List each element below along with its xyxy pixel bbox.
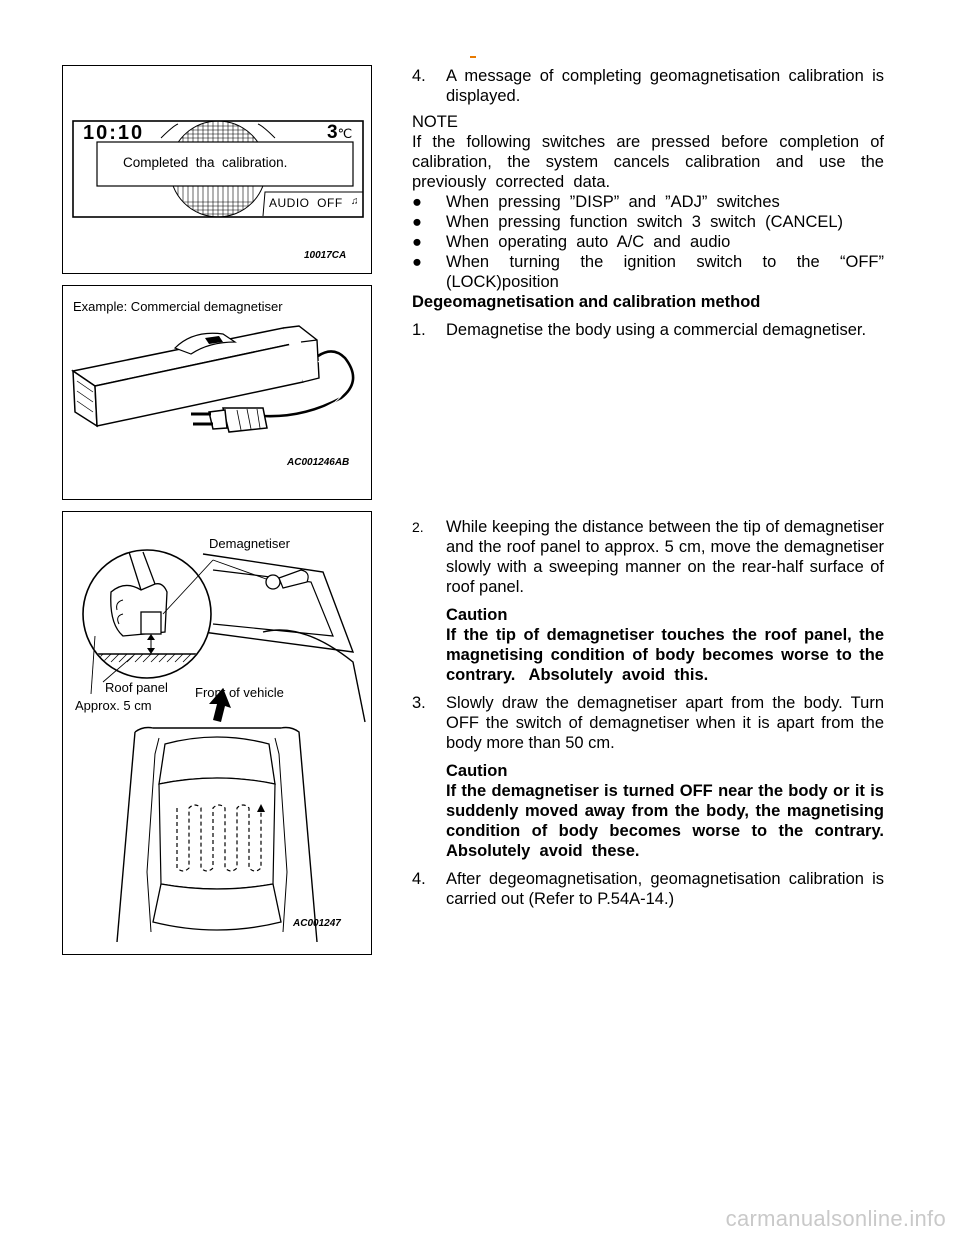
step-3-number: 3.: [412, 694, 426, 712]
display-illustration: [72, 120, 364, 218]
display-clock: 10:10: [83, 122, 145, 144]
step-1-text: Demagnetise the body using a commercial …: [446, 321, 867, 339]
display-audio-label: AUDIO OFF: [269, 196, 343, 210]
step-1-number: 1.: [412, 321, 426, 339]
watermark: carmanualsonline.info: [725, 1206, 946, 1231]
method-title: Degeomagnetisation and calibration metho…: [412, 293, 761, 311]
bullet-item: ●When pressing function switch 3 switch …: [412, 213, 844, 231]
label-front-of-vehicle: Front of vehicle: [195, 685, 284, 700]
caution-2-text: If the demagnetiser is turned OFF near t…: [446, 782, 894, 860]
caution-1-title: Caution: [446, 606, 508, 624]
bullet-item: ●When turning the ignition switch to the…: [412, 253, 894, 291]
step-3-text: Slowly draw the demagnetiser apart from …: [446, 694, 884, 752]
note-block: NOTE If the following switches are press…: [412, 112, 884, 292]
caution-2-title: Caution: [446, 762, 508, 780]
method-section: Degeomagnetisation and calibration metho…: [412, 292, 884, 340]
display-temperature: 3℃: [327, 122, 352, 144]
label-approx-5cm: Approx. 5 cm: [75, 698, 152, 713]
display-temp-value: 3: [327, 122, 338, 143]
label-demagnetiser: Demagnetiser: [209, 536, 290, 551]
bullet-item: ●When operating auto A/C and audio: [412, 233, 731, 251]
display-temp-unit: ℃: [337, 126, 353, 141]
figure-code-ac001247: AC001247: [293, 918, 341, 929]
header-dash: [470, 56, 476, 58]
step-4-number: 4.: [412, 67, 426, 85]
note-body: If the following switches are pressed be…: [412, 133, 889, 191]
step-4-message: 4. A message of completing geomagnetisati…: [412, 66, 884, 106]
figure-display: 10:10 3℃ Completed tha calibration. AUDI…: [62, 65, 372, 274]
step-2-number: 2.: [412, 519, 424, 535]
bullet-icon: ●: [412, 193, 422, 211]
bullet-icon: ●: [412, 213, 422, 231]
audio-icon: ♫: [351, 196, 359, 207]
figure-code-ac001246ab: AC001246AB: [287, 457, 350, 468]
figure-code-10017ca: 10017CA: [304, 250, 347, 261]
figure-demagnetiser: Example: Commercial demagnetiser AC00124…: [62, 285, 372, 500]
step-2-block: 2. While keeping the distance between the…: [412, 517, 884, 909]
demagnetiser-caption: Example: Commercial demagnetiser: [73, 299, 283, 314]
caution-1-text: If the tip of demagnetiser touches the r…: [446, 626, 889, 684]
bullet-icon: ●: [412, 253, 422, 271]
figure-roof-panel: Demagnetiser Roof panel Approx. 5 cm Fro…: [62, 511, 372, 955]
display-message: Completed tha calibration.: [123, 155, 288, 170]
step-4-text: A message of completing geomagnetisation…: [446, 67, 884, 105]
step-4b-text: After degeomagnetisation, geomagnetisati…: [446, 870, 884, 908]
label-roof-panel: Roof panel: [105, 680, 168, 695]
bullet-item: ●When pressing ”DISP” and ”ADJ” switches: [412, 193, 780, 211]
note-title: NOTE: [412, 113, 458, 131]
roof-illustration: [82, 549, 366, 943]
step-2-text: While keeping the distance between the t…: [446, 518, 884, 596]
step-4b-number: 4.: [412, 870, 426, 888]
bullet-icon: ●: [412, 233, 422, 251]
demagnetiser-illustration: [71, 325, 355, 433]
